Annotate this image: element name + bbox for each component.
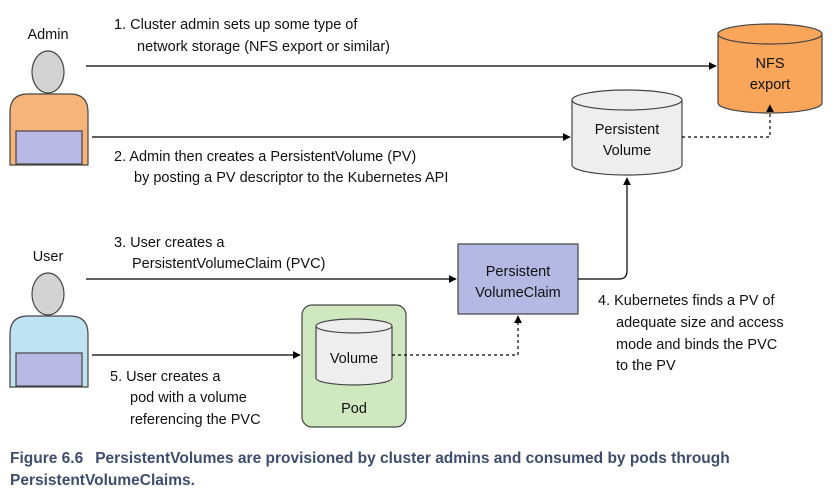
svg-text:adequate size and access: adequate size and access [616, 315, 784, 331]
figure-number: Figure 6.6 [10, 450, 84, 467]
pod-label: Pod [341, 401, 367, 417]
svg-text:1. Cluster admin sets up some: 1. Cluster admin sets up some type of [114, 17, 358, 33]
diagram-canvas: Admin User NFS export Persistent Volume … [9, 17, 823, 428]
svg-text:to the PV: to the PV [616, 358, 676, 374]
step-4-label: 4. Kubernetes finds a PV of adequate siz… [598, 293, 784, 374]
pod-volume-label: Volume [330, 351, 378, 367]
svg-text:pod with a volume: pod with a volume [130, 390, 247, 406]
figure-caption-text: PersistentVolumes are provisioned by clu… [10, 450, 730, 489]
nfs-label-line2: export [750, 77, 790, 93]
pv-label-line1: Persistent [595, 122, 659, 138]
arrow-volume-to-pvc [392, 315, 522, 356]
admin-actor: Admin [9, 27, 89, 166]
admin-laptop-icon [15, 130, 83, 165]
svg-text:4. Kubernetes finds a PV of: 4. Kubernetes finds a PV of [598, 293, 775, 309]
svg-text:3. User creates a: 3. User creates a [114, 235, 225, 251]
pvc-label-line1: Persistent [486, 264, 550, 280]
admin-label: Admin [27, 27, 68, 43]
persistent-volume-claim-box: Persistent VolumeClaim [457, 243, 579, 315]
svg-text:5. User creates a: 5. User creates a [110, 369, 221, 385]
arrow-pv-to-nfs [682, 104, 774, 138]
svg-text:by posting a PV descriptor to: by posting a PV descriptor to the Kubern… [134, 170, 448, 186]
svg-text:mode and binds the PVC: mode and binds the PVC [616, 337, 777, 353]
user-actor: User [9, 249, 89, 388]
user-laptop-icon [15, 352, 83, 387]
nfs-label-line1: NFS [756, 56, 785, 72]
svg-text:2. Admin then creates a Persis: 2. Admin then creates a PersistentVolume… [114, 149, 416, 165]
svg-text:network storage (NFS export or: network storage (NFS export or similar) [137, 39, 390, 55]
svg-text:PersistentVolumeClaim (PVC): PersistentVolumeClaim (PVC) [132, 256, 325, 272]
arrow-pvc-to-pv [578, 177, 631, 280]
step-1-label: 1. Cluster admin sets up some type of ne… [114, 17, 390, 55]
svg-text:referencing the PVC: referencing the PVC [130, 412, 261, 428]
pod-volume-cylinder: Volume [315, 318, 393, 386]
user-person-icon [9, 272, 89, 388]
pod-box: Volume Pod [301, 304, 407, 428]
admin-person-icon [9, 50, 89, 166]
user-label: User [33, 249, 64, 265]
pvc-label-line2: VolumeClaim [475, 285, 560, 301]
step-3-label: 3. User creates a PersistentVolumeClaim … [114, 235, 325, 272]
pv-label-line2: Volume [603, 143, 651, 159]
nfs-export-cylinder: NFS export [717, 23, 823, 114]
persistent-volume-cylinder: Persistent Volume [571, 89, 683, 176]
step-5-label: 5. User creates a pod with a volume refe… [110, 369, 261, 428]
step-2-label: 2. Admin then creates a PersistentVolume… [114, 149, 448, 186]
